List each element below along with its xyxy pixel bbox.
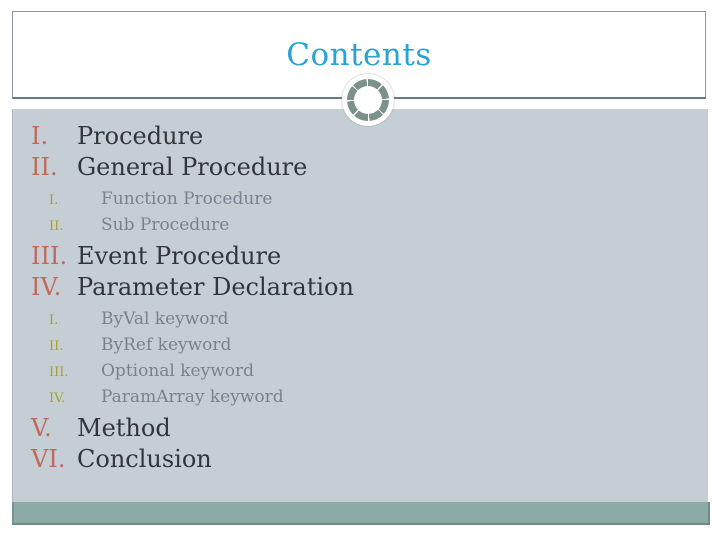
toc-label: Parameter Declaration xyxy=(77,273,354,301)
toc-label: ByVal keyword xyxy=(101,309,229,329)
toc-numeral: I. xyxy=(49,313,59,328)
toc-item-sub-procedure: II. Sub Procedure xyxy=(13,212,708,238)
toc-numeral: III. xyxy=(31,242,68,270)
toc-item-procedure: I. Procedure xyxy=(13,121,708,152)
toc-item-parameter-declaration: IV. Parameter Declaration xyxy=(13,272,708,303)
toc-label: Function Procedure xyxy=(101,189,273,209)
toc-label: Conclusion xyxy=(77,445,212,473)
toc-numeral: II. xyxy=(49,219,64,234)
toc-item-optional-keyword: III. Optional keyword xyxy=(13,358,708,384)
page-title: Contents xyxy=(286,36,432,73)
toc-numeral: II. xyxy=(49,339,64,354)
toc-numeral: V. xyxy=(31,414,52,442)
toc-item-byval-keyword: I. ByVal keyword xyxy=(13,306,708,332)
toc-label: Sub Procedure xyxy=(101,215,230,235)
toc-item-general-procedure: II. General Procedure xyxy=(13,152,708,183)
toc-item-byref-keyword: II. ByRef keyword xyxy=(13,332,708,358)
toc-item-paramarray-keyword: IV. ParamArray keyword xyxy=(13,384,708,410)
toc-item-conclusion: VI. Conclusion xyxy=(13,444,708,475)
toc-item-function-procedure: I. Function Procedure xyxy=(13,186,708,212)
circle-ornament-icon xyxy=(347,79,389,121)
toc-numeral: IV. xyxy=(49,391,66,406)
toc-numeral: II. xyxy=(31,153,58,181)
table-of-contents: I. Procedure II. General Procedure I. Fu… xyxy=(12,109,708,502)
toc-numeral: VI. xyxy=(31,445,66,473)
toc-numeral: I. xyxy=(49,193,59,208)
toc-numeral: III. xyxy=(49,365,69,380)
toc-item-event-procedure: III. Event Procedure xyxy=(13,241,708,272)
toc-numeral: I. xyxy=(31,122,49,150)
toc-label: Event Procedure xyxy=(77,242,282,270)
toc-item-method: V. Method xyxy=(13,413,708,444)
toc-label: ParamArray keyword xyxy=(101,387,284,407)
toc-label: Method xyxy=(77,414,171,442)
toc-numeral: IV. xyxy=(31,273,62,301)
toc-label: Procedure xyxy=(77,122,204,150)
footer-accent-bar xyxy=(12,502,710,525)
toc-label: ByRef keyword xyxy=(101,335,232,355)
toc-label: Optional keyword xyxy=(101,361,255,381)
toc-label: General Procedure xyxy=(77,153,308,181)
